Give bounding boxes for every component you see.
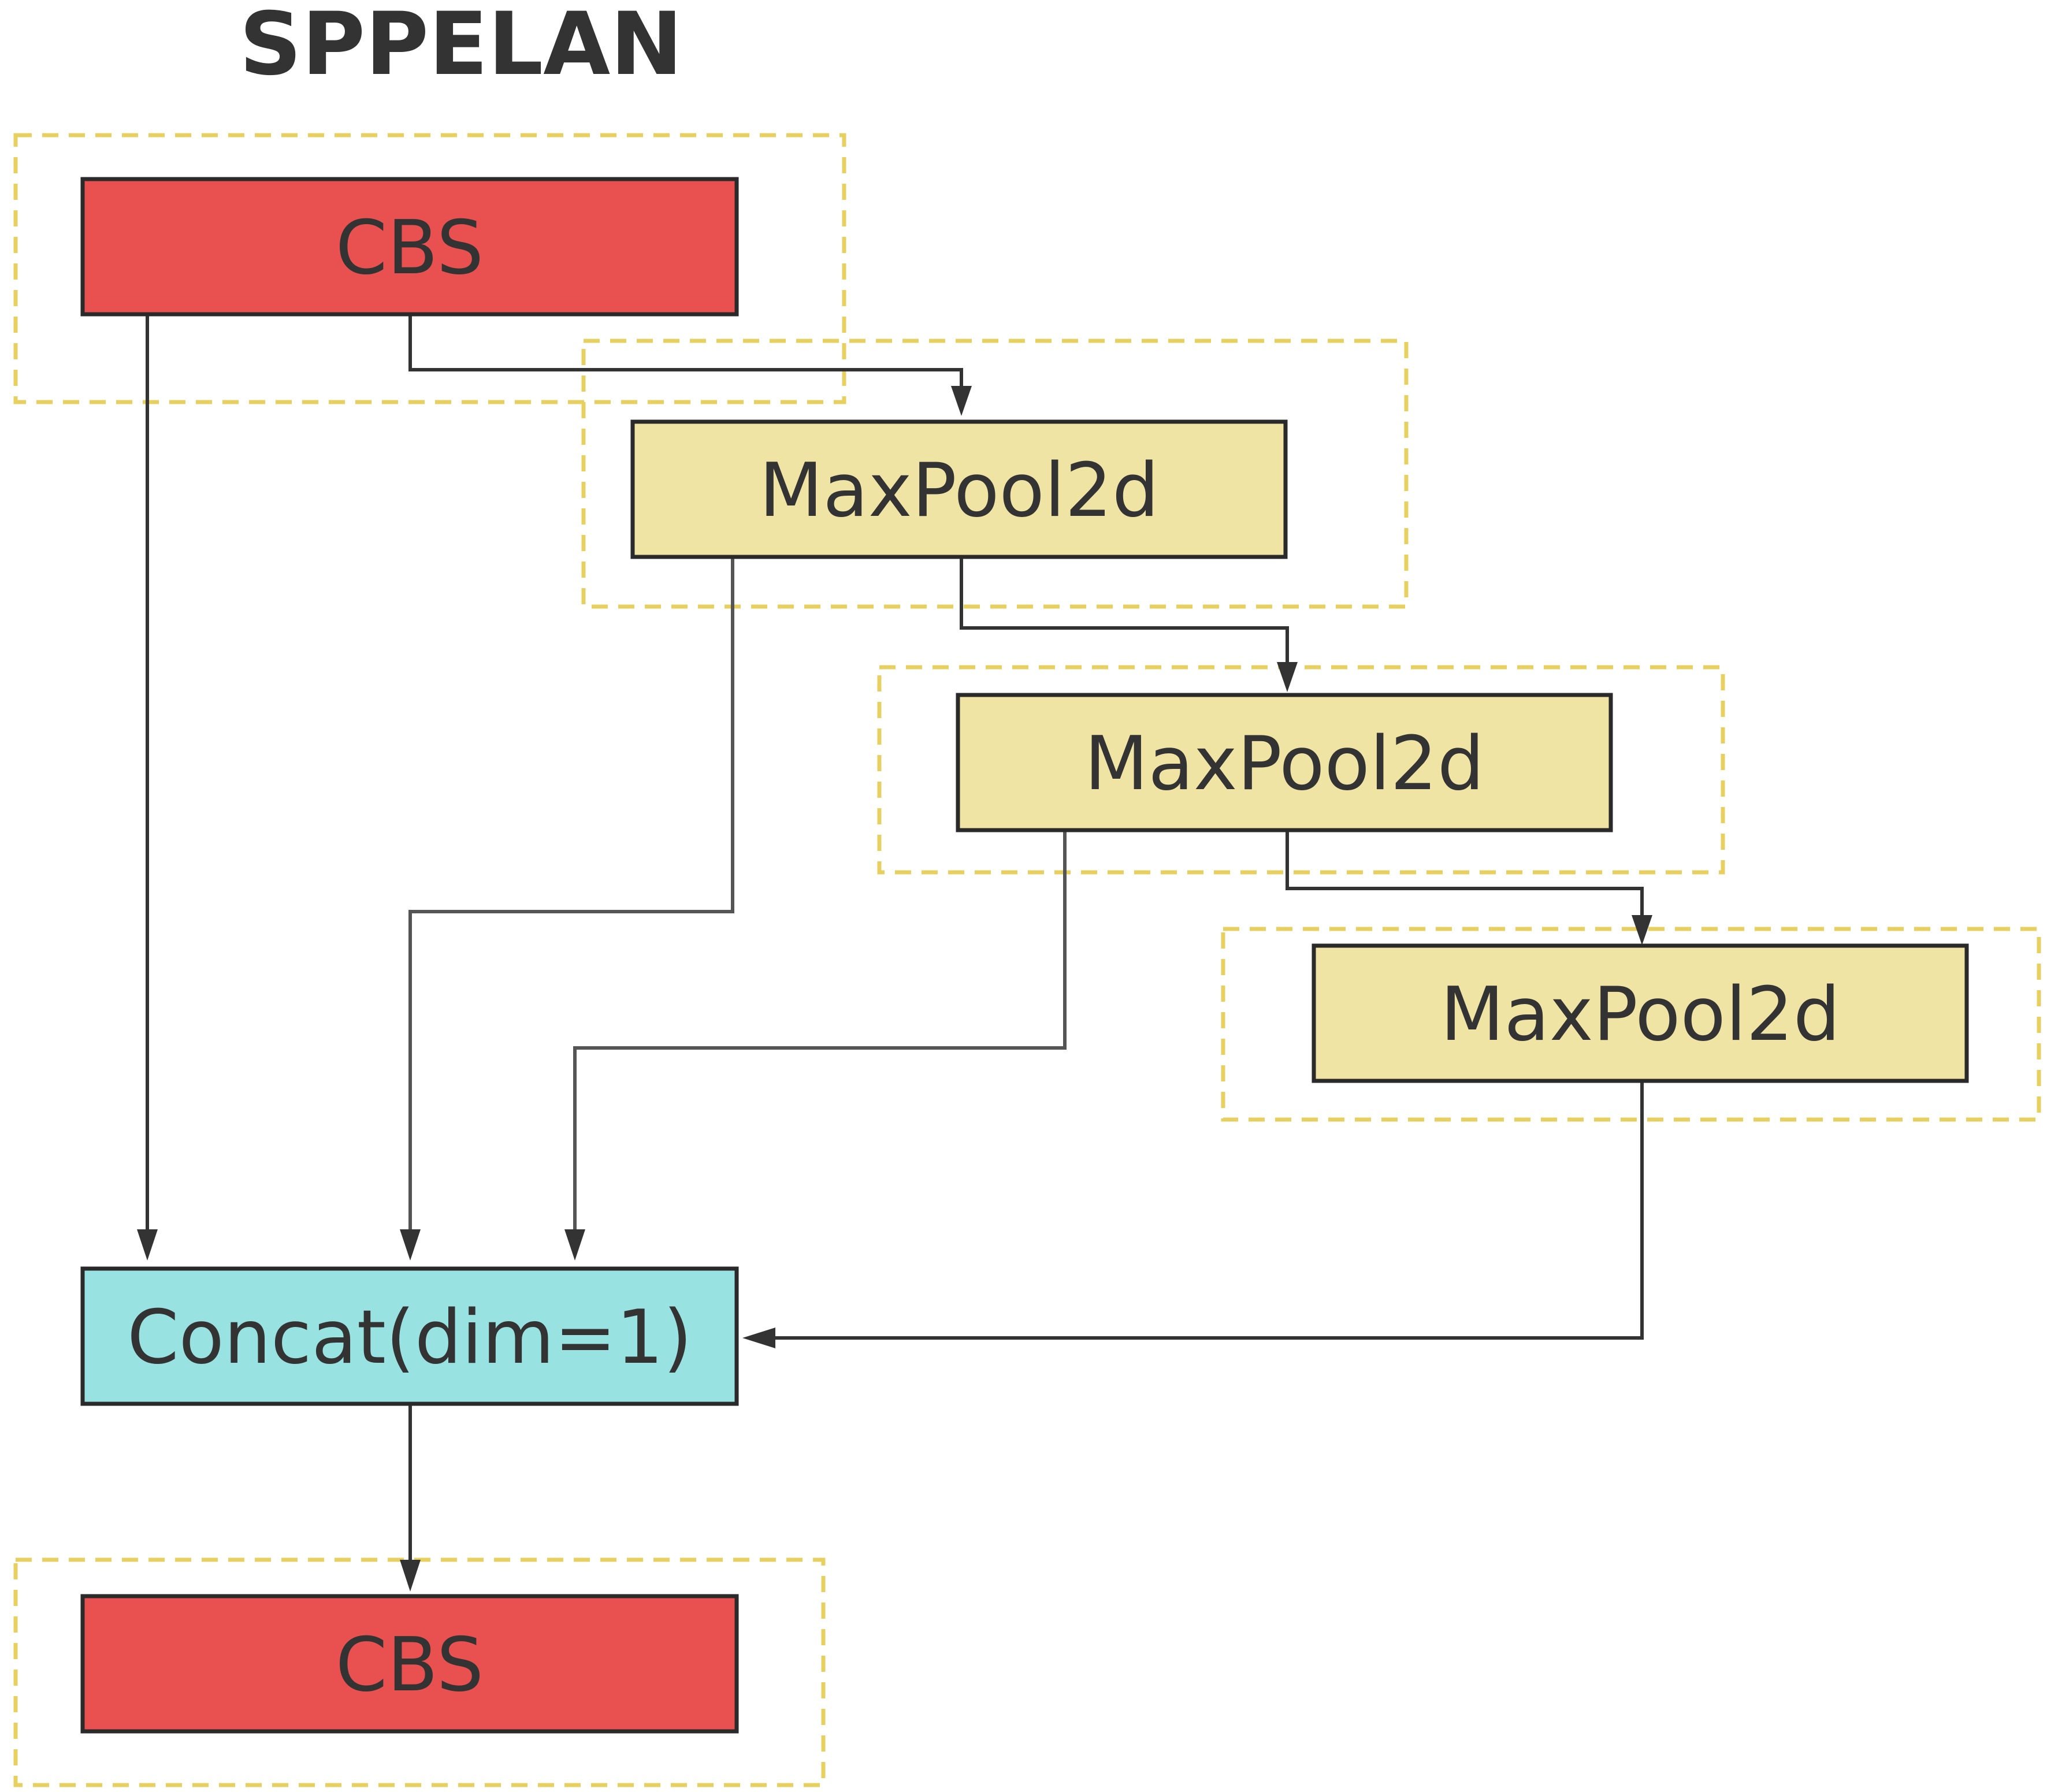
node-maxpool-1-label: MaxPool2d xyxy=(759,448,1159,534)
arrowhead xyxy=(951,386,972,416)
arrowhead xyxy=(137,1229,158,1261)
node-cbs-bottom: CBS xyxy=(80,1594,739,1734)
group-frame-maxpool-1 xyxy=(581,339,1409,609)
node-cbs-bottom-label: CBS xyxy=(336,1622,484,1708)
node-concat: Concat(dim=1) xyxy=(80,1266,739,1406)
node-maxpool-3-label: MaxPool2d xyxy=(1440,972,1840,1058)
node-maxpool-3: MaxPool2d xyxy=(1312,943,1969,1083)
node-cbs-top-label: CBS xyxy=(336,205,484,291)
edge-maxpool-1-to-concat xyxy=(408,557,734,1248)
arrowhead xyxy=(564,1229,585,1261)
node-maxpool-2-label: MaxPool2d xyxy=(1084,721,1484,807)
group-frame-maxpool-3 xyxy=(1221,927,2041,1122)
edge-maxpool-2-to-maxpool-3 xyxy=(1286,830,1644,933)
edge-maxpool-1-to-maxpool-2 xyxy=(960,557,1289,681)
arrowhead xyxy=(400,1560,421,1592)
group-frame-cbs-top xyxy=(13,133,846,404)
arrowhead xyxy=(400,1229,421,1261)
arrowhead xyxy=(1277,662,1298,692)
arrowhead xyxy=(1632,915,1652,945)
diagram-title: SPPELAN xyxy=(239,0,683,95)
arrowhead xyxy=(742,1328,775,1348)
node-cbs-top: CBS xyxy=(80,177,739,317)
node-concat-label: Concat(dim=1) xyxy=(127,1295,692,1381)
edge-cbs-to-maxpool-1 xyxy=(408,315,963,407)
edge-maxpool-3-to-concat xyxy=(757,1080,1644,1340)
node-maxpool-2: MaxPool2d xyxy=(956,693,1613,832)
group-frame-maxpool-2 xyxy=(877,665,1725,875)
edge-maxpool-2-to-concat xyxy=(573,830,1067,1248)
node-maxpool-1: MaxPool2d xyxy=(630,419,1288,559)
